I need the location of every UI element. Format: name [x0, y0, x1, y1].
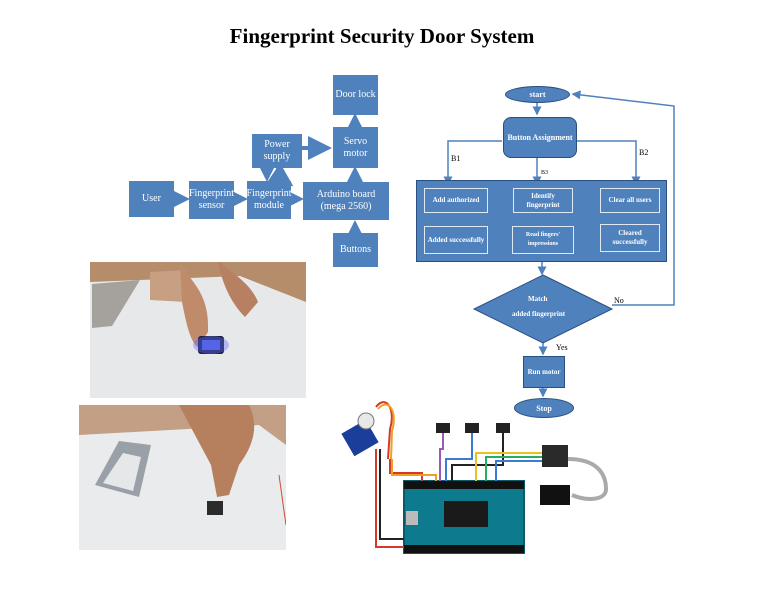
identify-fingerprint-node: Identify fingerprint [513, 188, 573, 213]
arduino-board-block: Arduino board (mega 2560) [303, 182, 389, 220]
start-node: start [505, 86, 570, 103]
read-impressions-node: Read fingers' impressions [512, 226, 574, 254]
stop-node: Stop [514, 398, 574, 418]
power-supply-block: Power supply [252, 134, 302, 168]
buttons-block: Buttons [333, 233, 378, 267]
b2-label: B2 [639, 148, 649, 157]
wiring-diagram [336, 389, 620, 561]
button-assignment-node: Button Assignment [503, 117, 577, 158]
added-fingerprint-label: added fingerprint [512, 310, 566, 318]
servo-motor-block: Servo motor [333, 127, 378, 168]
page-title: Fingerprint Security Door System [229, 24, 535, 48]
yes-label: Yes [556, 343, 568, 352]
clear-all-users-node: Clear all users [600, 188, 660, 213]
fingerprint-photo-bottom [79, 405, 286, 550]
b1-label: B1 [451, 154, 461, 163]
user-block: User [129, 181, 174, 217]
added-successfully-node: Added successfully [424, 226, 488, 254]
run-motor-node: Run motor [523, 356, 565, 388]
no-label: No [614, 296, 624, 305]
fingerprint-sensor-block: Fingerprint sensor [189, 181, 234, 219]
fingerprint-photo-top [90, 262, 306, 398]
cleared-successfully-node: Cleared successfully [600, 224, 660, 252]
b3-label: B3 [541, 170, 549, 176]
add-authorized-node: Add authorized [424, 188, 488, 213]
door-lock-block: Door lock [333, 75, 378, 115]
fingerprint-module-block: Fingerprint module [247, 181, 292, 219]
match-label: Match [528, 295, 548, 303]
